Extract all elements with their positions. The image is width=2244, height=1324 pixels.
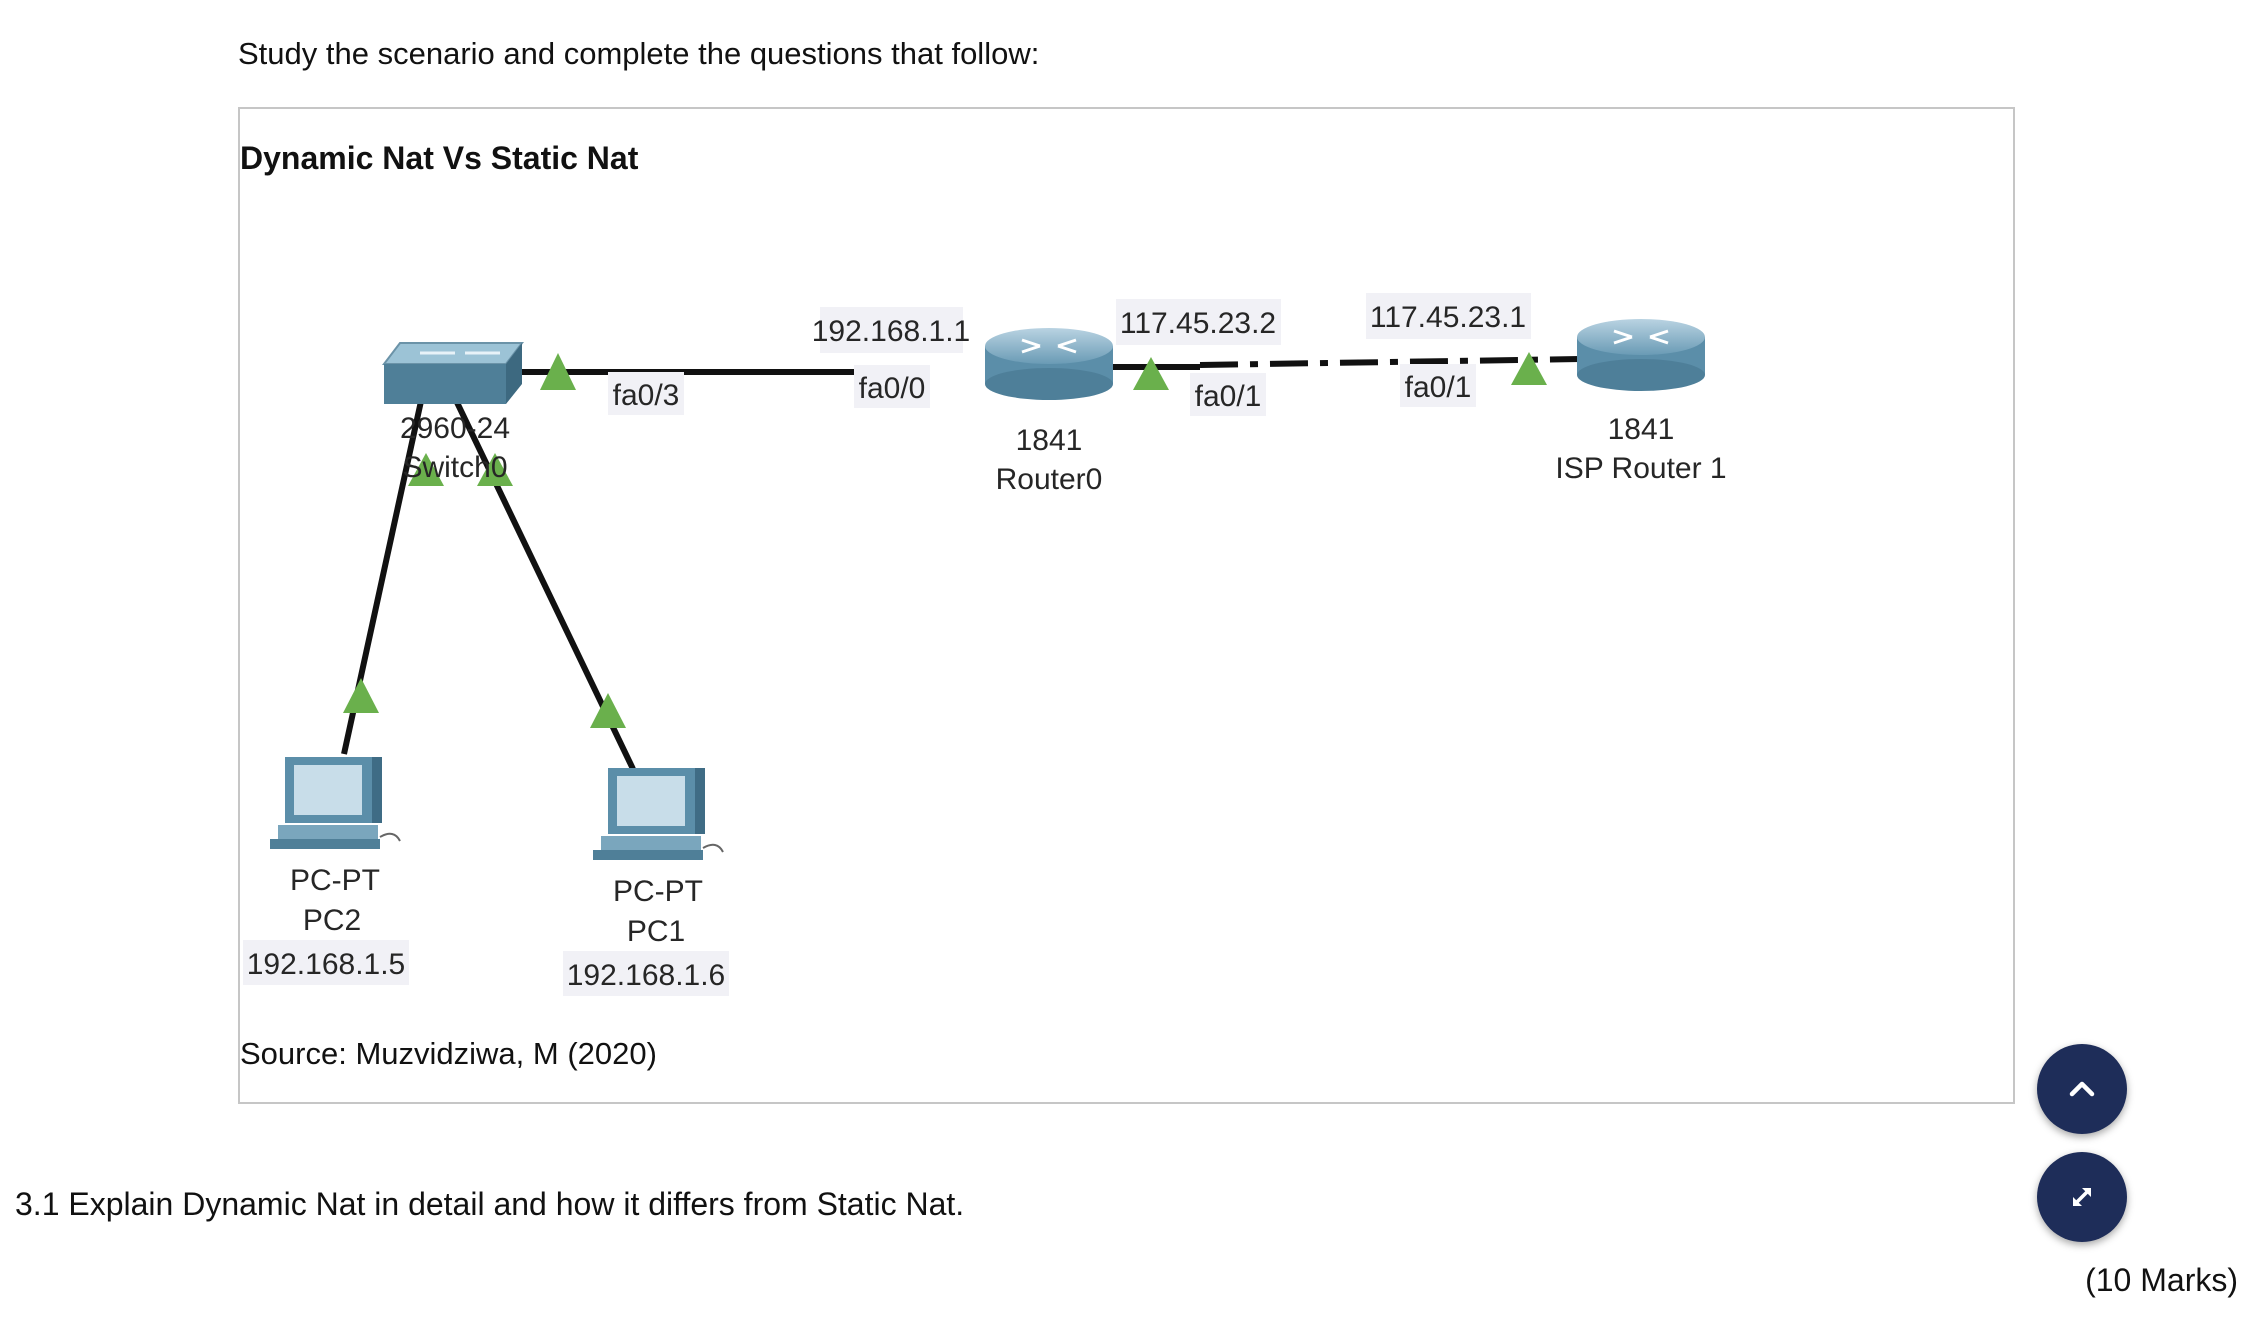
router0-lan-port-label: fa0/0 [859,372,926,405]
chevron-up-icon [2069,1081,2095,1097]
isp-port-label: fa0/1 [1405,371,1472,404]
pc1-name-label: PC1 [627,915,685,948]
pc1-ip-label: 192.168.1.6 [567,959,725,992]
pc2-name-label: PC2 [303,904,361,937]
router0-wan-ip-label: 117.45.23.2 [1120,307,1276,340]
link-up-marker [1511,352,1547,385]
pc2-ip-label: 192.168.1.5 [247,948,405,981]
router0-name-label: Router0 [996,463,1103,496]
switch-name-label: Switch0 [402,451,507,484]
router0-lan-ip-label: 192.168.1.1 [812,315,970,348]
switch-model-label: 2960-24 [400,412,510,445]
isp-ip-label: 117.45.23.1 [1370,301,1526,334]
scroll-top-button[interactable] [2037,1044,2127,1134]
expand-button[interactable] [2037,1152,2127,1242]
link-up-marker [1133,357,1169,390]
network-diagram: fa0/3 192.168.1.1 fa0/0 117.45.23.2 fa0/… [243,293,1727,996]
figure-title: Dynamic Nat Vs Static Nat [240,140,639,176]
intro-text: Study the scenario and complete the ques… [238,36,1040,71]
expand-icon [2073,1188,2091,1206]
switch-port-label: fa0/3 [613,379,680,412]
router0-model-label: 1841 [1016,424,1083,457]
isp-model-label: 1841 [1608,413,1675,446]
link-up-marker [477,453,513,486]
router-icon [985,328,1113,400]
router-icon [1577,319,1705,391]
pc2-model-label: PC-PT [290,864,380,897]
figure-box: fa0/3 192.168.1.1 fa0/0 117.45.23.2 fa0/… [238,107,2015,1104]
question-text: 3.1 Explain Dynamic Nat in detail and ho… [15,1186,965,1222]
pc1-model-label: PC-PT [613,875,703,908]
isp-name-label: ISP Router 1 [1555,452,1726,485]
router0-wan-port-label: fa0/1 [1195,380,1262,413]
pc-icon [593,768,724,860]
link-up-marker [343,678,379,713]
figure-source: Source: Muzvidziwa, M (2020) [240,1036,657,1071]
switch-icon [381,342,525,404]
marks-label: (10 Marks) [2085,1262,2238,1298]
pc-icon [270,757,401,849]
link-up-marker [590,693,626,728]
link-up-marker [408,453,444,486]
link-router0-isp-dashed [1199,356,1581,368]
link-up-marker [540,353,576,390]
